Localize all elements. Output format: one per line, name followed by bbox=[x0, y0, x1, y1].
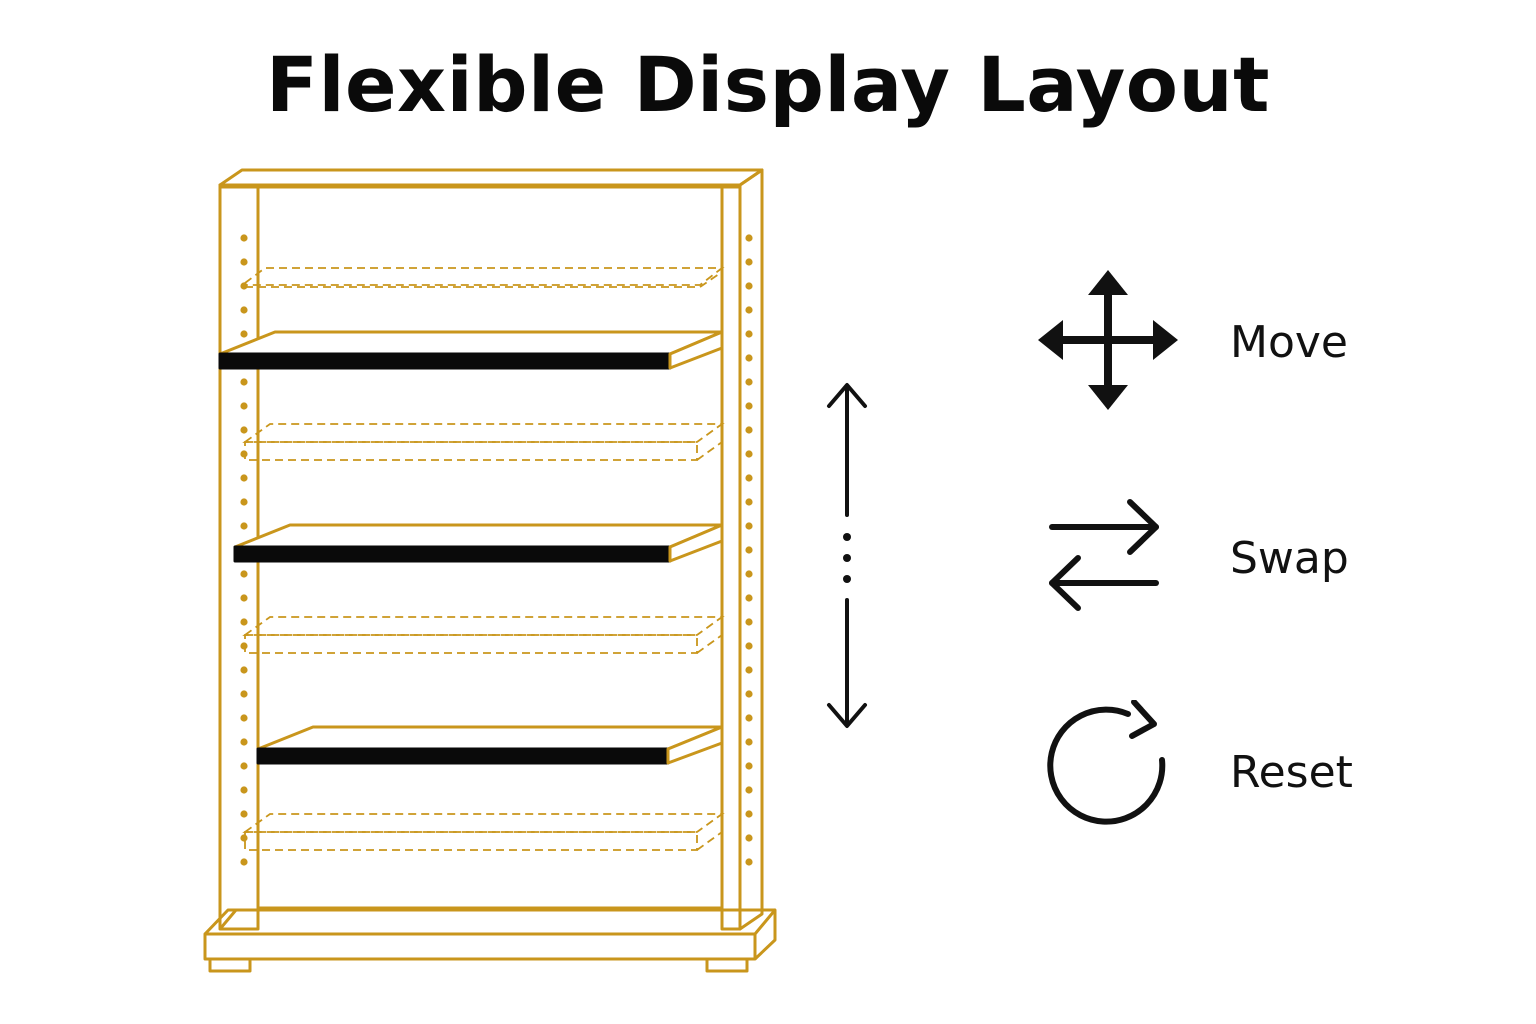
peg-hole bbox=[240, 858, 248, 866]
reset-label: Reset bbox=[1230, 747, 1353, 798]
peg-hole bbox=[240, 618, 248, 626]
peg-hole bbox=[745, 666, 753, 674]
shelf-2 bbox=[233, 523, 724, 563]
move-label: Move bbox=[1230, 317, 1348, 368]
peg-hole bbox=[745, 426, 753, 434]
peg-hole bbox=[745, 378, 753, 386]
peg-hole bbox=[240, 450, 248, 458]
peg-hole bbox=[745, 834, 753, 842]
peg-hole bbox=[240, 258, 248, 266]
peg-hole bbox=[240, 570, 248, 578]
reset-action[interactable]: Reset bbox=[1020, 700, 1400, 850]
ghost-shelf-1 bbox=[244, 267, 725, 288]
swap-action[interactable]: Swap bbox=[1020, 490, 1400, 640]
peg-hole bbox=[745, 474, 753, 482]
peg-hole bbox=[240, 282, 248, 290]
peg-hole bbox=[240, 810, 248, 818]
peg-hole bbox=[745, 570, 753, 578]
swap-label: Swap bbox=[1230, 533, 1349, 584]
peg-holes-right bbox=[745, 234, 753, 866]
reset-circular-arrow-icon bbox=[1047, 700, 1166, 825]
peg-hole bbox=[745, 642, 753, 650]
swap-arrows-icon bbox=[1049, 499, 1159, 611]
peg-hole bbox=[745, 330, 753, 338]
peg-hole bbox=[240, 762, 248, 770]
shelf-3 bbox=[256, 725, 724, 765]
peg-hole bbox=[745, 738, 753, 746]
ghost-shelf-2 bbox=[242, 423, 725, 461]
peg-hole bbox=[240, 426, 248, 434]
peg-hole bbox=[745, 690, 753, 698]
peg-hole bbox=[240, 306, 248, 314]
peg-hole bbox=[240, 378, 248, 386]
vertical-double-arrow-icon bbox=[827, 383, 867, 728]
peg-hole bbox=[745, 282, 753, 290]
peg-hole bbox=[745, 498, 753, 506]
peg-hole bbox=[745, 786, 753, 794]
shelf-base bbox=[203, 908, 777, 973]
peg-hole bbox=[240, 738, 248, 746]
peg-hole bbox=[240, 330, 248, 338]
peg-hole bbox=[745, 258, 753, 266]
peg-hole bbox=[745, 762, 753, 770]
peg-hole bbox=[240, 522, 248, 530]
peg-hole bbox=[745, 306, 753, 314]
peg-hole bbox=[240, 642, 248, 650]
peg-hole bbox=[240, 666, 248, 674]
peg-hole bbox=[745, 402, 753, 410]
peg-hole bbox=[240, 402, 248, 410]
peg-hole bbox=[745, 522, 753, 530]
peg-hole bbox=[240, 834, 248, 842]
shelf-1 bbox=[218, 330, 724, 370]
peg-hole bbox=[240, 234, 248, 242]
peg-hole bbox=[745, 858, 753, 866]
peg-hole bbox=[240, 594, 248, 602]
ghost-shelf-4 bbox=[242, 813, 725, 851]
move-arrows-icon bbox=[1038, 270, 1178, 410]
peg-hole bbox=[745, 714, 753, 722]
peg-hole bbox=[745, 546, 753, 554]
peg-hole bbox=[240, 474, 248, 482]
peg-hole bbox=[745, 618, 753, 626]
right-upright bbox=[720, 168, 764, 931]
peg-hole bbox=[240, 714, 248, 722]
peg-hole bbox=[745, 594, 753, 602]
peg-hole bbox=[240, 786, 248, 794]
peg-hole bbox=[240, 690, 248, 698]
peg-hole bbox=[745, 810, 753, 818]
peg-hole bbox=[745, 234, 753, 242]
page-title: Flexible Display Layout bbox=[266, 40, 1270, 129]
peg-hole bbox=[745, 354, 753, 362]
peg-hole bbox=[240, 498, 248, 506]
move-action[interactable]: Move bbox=[1020, 265, 1400, 415]
shelf-top-cap bbox=[218, 168, 764, 189]
ghost-shelf-3 bbox=[242, 616, 725, 654]
peg-hole bbox=[745, 450, 753, 458]
